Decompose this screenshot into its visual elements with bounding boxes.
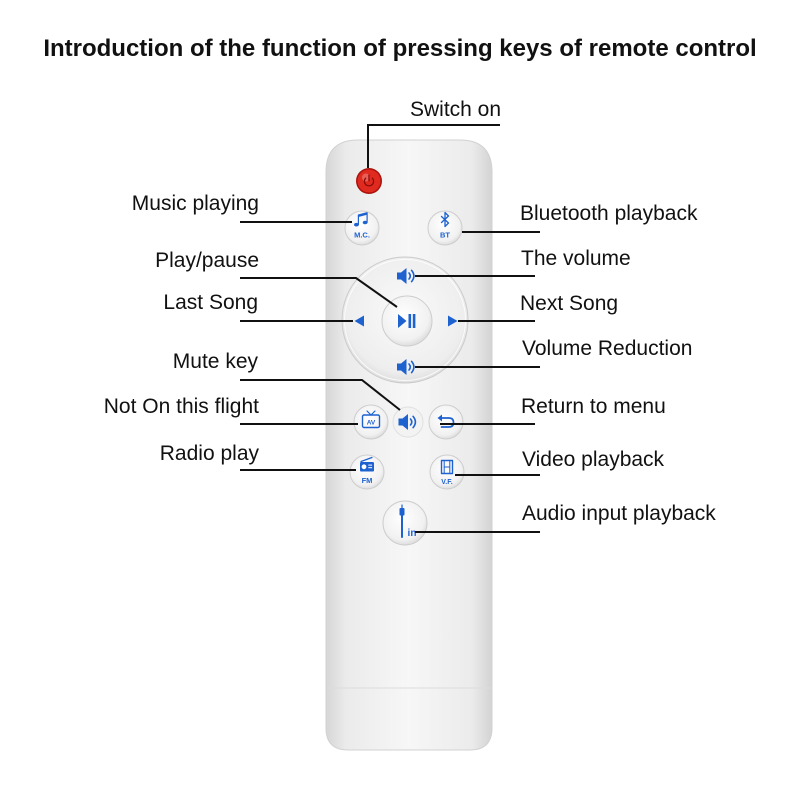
line-in-button-text: in [408, 528, 417, 539]
bt-button-text: BT [440, 231, 450, 240]
label-not-on-this-flight: Not On this flight [103, 395, 259, 418]
volume-up-icon [397, 268, 415, 284]
volume-down-icon [397, 359, 415, 375]
bluetooth-button: BT [427, 210, 463, 246]
label-return-to-menu: Return to menu [521, 395, 666, 418]
label-volume-reduction: Volume Reduction [522, 337, 693, 360]
music-mc-button: M.C. [344, 210, 380, 246]
fm-button-text: FM [362, 476, 373, 485]
tv-icon [361, 410, 381, 429]
label-video-playback: Video playback [522, 448, 665, 471]
power-icon [363, 174, 375, 187]
leader-line-play-pause [240, 277, 398, 308]
line-in-button: in [382, 500, 428, 546]
leader-line-mute-key [240, 379, 401, 411]
navigation-pad [341, 256, 469, 384]
fm-radio-button: FM [349, 454, 385, 490]
label-music-playing: Music playing [131, 192, 259, 215]
next-arrow-icon [448, 315, 458, 327]
vf-button-text: V.F. [441, 479, 452, 486]
music-note-icon [354, 212, 368, 227]
line-in-plug-icon [399, 504, 405, 538]
mc-button-text: M.C. [354, 231, 370, 240]
bluetooth-icon [440, 211, 450, 228]
mute-button [392, 406, 424, 438]
leader-line-switch-on [367, 124, 500, 168]
mute-speaker-icon [398, 414, 417, 430]
label-last-song: Last Song [163, 291, 258, 314]
play-pause-button [381, 295, 433, 347]
label-play-pause: Play/pause [155, 249, 259, 272]
label-mute-key: Mute key [172, 350, 258, 373]
label-radio-play: Radio play [159, 442, 259, 465]
return-button [428, 404, 464, 440]
video-vf-button: V.F. [429, 454, 465, 490]
radio-icon [360, 456, 374, 472]
label-audio-input-playback: Audio input playback [522, 502, 716, 525]
previous-arrow-icon [354, 315, 364, 327]
play-pause-icon [398, 314, 416, 328]
label-switch-on: Switch on [410, 98, 502, 121]
return-arrow-icon [437, 414, 455, 428]
power-button [356, 168, 382, 194]
av-button-text: AV [367, 420, 376, 427]
av-button: AV [353, 404, 389, 440]
label-the-volume: The volume [521, 247, 631, 270]
label-next-song: Next Song [520, 292, 619, 315]
film-icon [440, 459, 454, 475]
label-bluetooth-playback: Bluetooth playback [520, 202, 698, 225]
page-title: Introduction of the function of pressing… [43, 35, 757, 62]
